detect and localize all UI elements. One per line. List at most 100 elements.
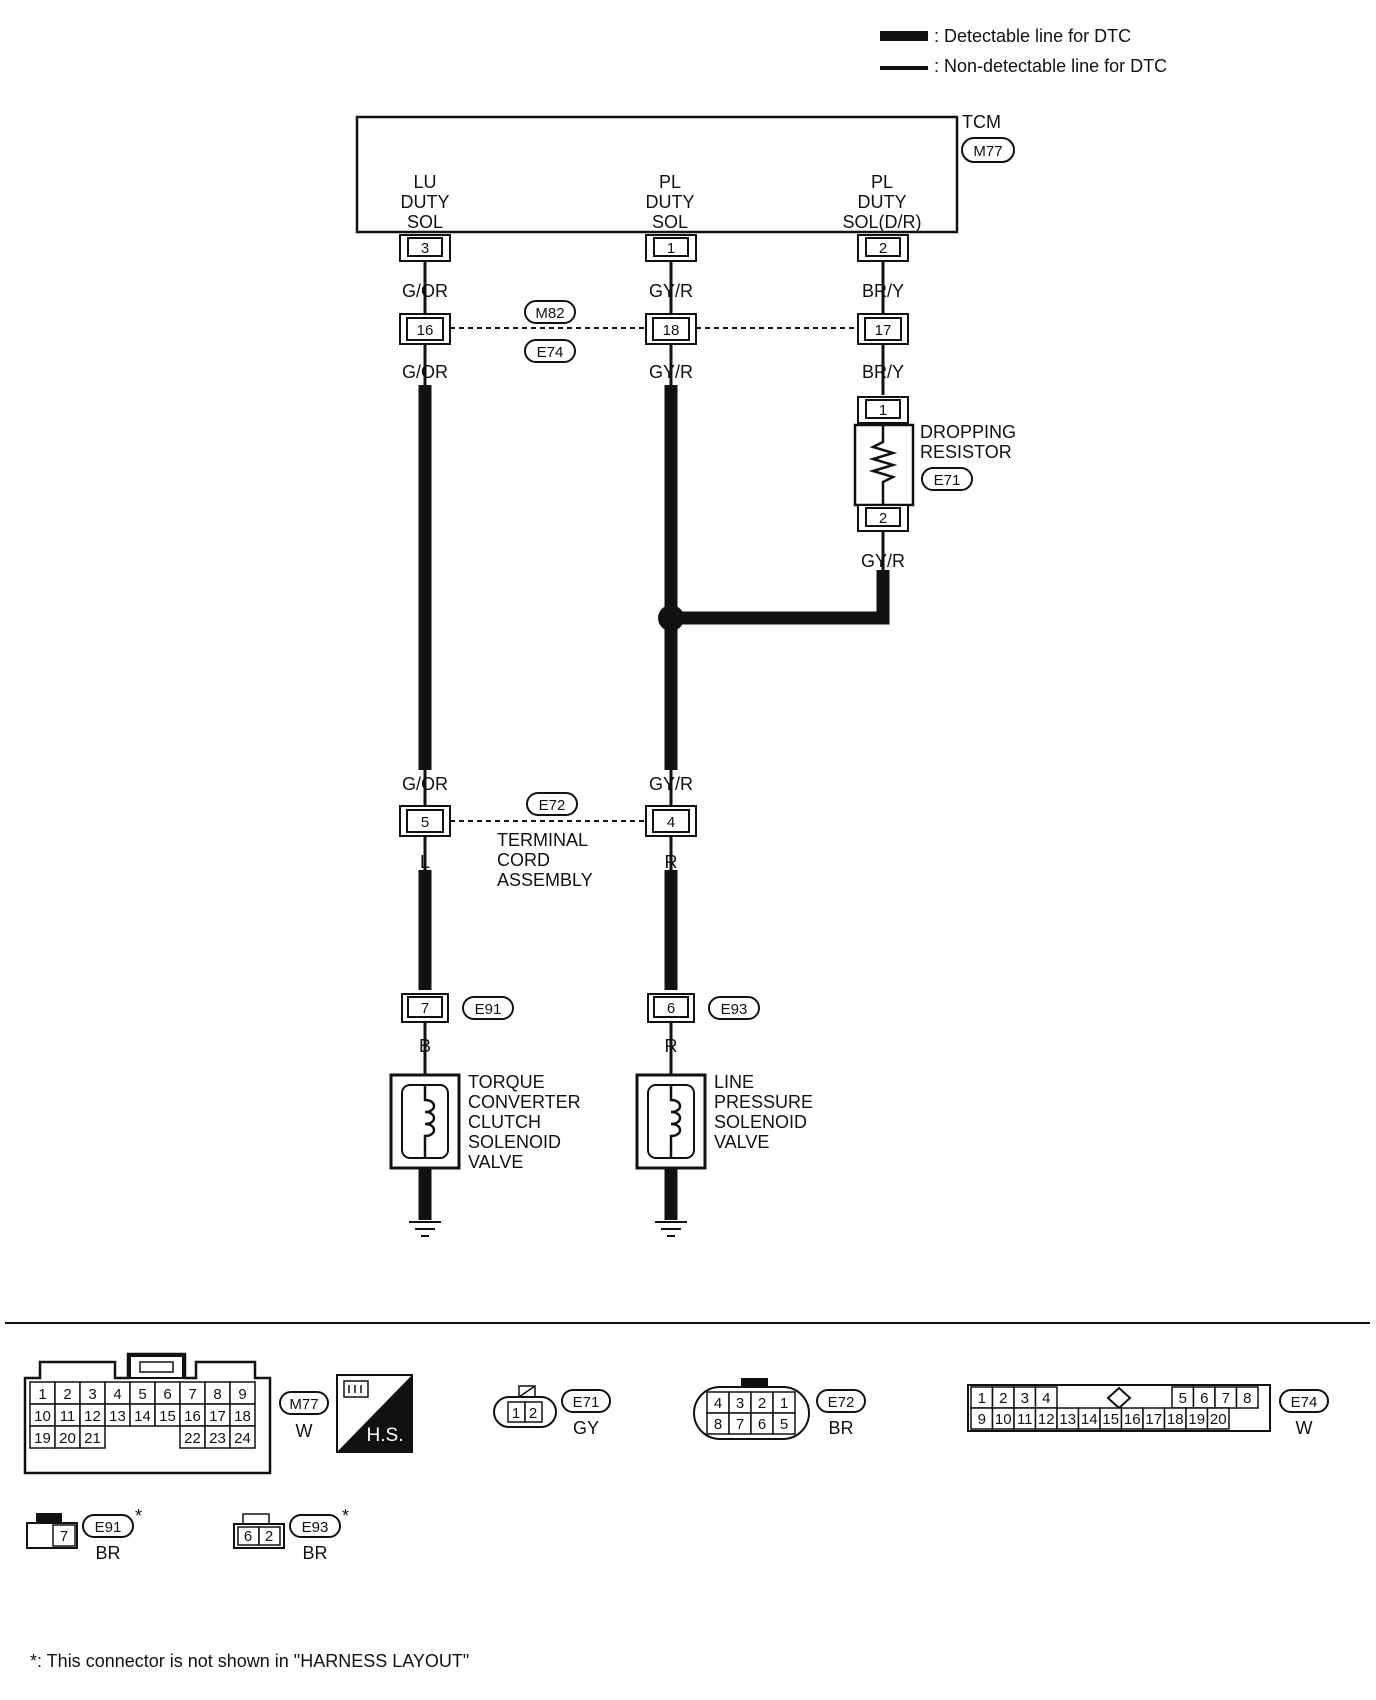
e91-view-asterisk: * [135,1506,142,1526]
wire-c3-thick [671,570,890,625]
line-pressure-solenoid-valve: LINE PRESSURE SOLENOID VALVE [635,1072,813,1170]
tcm-connector-tag [961,137,1015,163]
e74-pin-label: 3 [1021,1390,1029,1407]
legend-thin-swatch [880,66,928,70]
resistor-zigzag [868,425,898,505]
m77-pin-label: 5 [138,1386,146,1403]
e74-pin-label: 20 [1210,1411,1227,1428]
wire-color-c2-low: GY/R [649,774,693,794]
e74-view-id: E74 [1291,1394,1318,1411]
e74-pin-label: 9 [978,1411,986,1428]
footnote: *: This connector is not shown in "HARNE… [30,1651,469,1671]
m77-pin-label: 21 [84,1430,101,1447]
terminal-cord-label-3: ASSEMBLY [497,870,593,890]
connector-view-e71: 1 2 E71 GY [493,1385,611,1438]
m77-pin-label: 11 [60,1408,76,1425]
m77-pin-label: 24 [234,1430,251,1447]
tcm-pins: 3 1 2 [399,234,909,262]
e74-cell [1206,1407,1230,1430]
svg-text:CLUTCH: CLUTCH [468,1112,541,1132]
tcm-term-pl-line3: SOL [652,212,688,232]
e74-pin-label: 16 [1124,1411,1141,1428]
tcm-term-pldr-line2: DUTY [858,192,907,212]
resistor-label-1: DROPPING [920,422,1016,442]
e74-pin-label: 4 [1042,1390,1050,1407]
wire-color-c1-mid: G/OR [402,362,448,382]
svg-text:2: 2 [879,510,887,527]
e72-pin-label: 6 [758,1416,766,1433]
svg-text:SOLENOID: SOLENOID [714,1112,807,1132]
tcm-term-pl-line2: DUTY [646,192,695,212]
svg-text:5: 5 [421,814,429,831]
svg-text:6: 6 [244,1528,252,1545]
m77-pin-label: 17 [209,1408,226,1425]
e74-pin-label: 1 [978,1390,986,1407]
e72-pin-label: 7 [736,1416,744,1433]
wire-color-c3-after-resistor: GY/R [861,551,905,571]
joint-connector-m82-e74: 16 18 17 M82 E74 [399,300,909,363]
solenoid-connector-e91-id: E91 [475,1001,502,1018]
terminal-cord-connector-id: E72 [539,797,566,814]
e74-pin-label: 8 [1243,1390,1251,1407]
e72-pin-label: 2 [758,1395,766,1412]
connector-view-e93: 6 2 E93 * BR [233,1506,349,1563]
e72-view-id: E72 [828,1394,855,1411]
m77-pin-label: 2 [63,1386,71,1403]
e72-pin-label: 4 [714,1395,722,1412]
e74-pin-label: 13 [1059,1411,1076,1428]
e93-view-asterisk: * [342,1506,349,1526]
m77-pin-label: 23 [209,1430,226,1447]
ground-symbol-2 [655,1221,687,1237]
tcm-term-lu-line1: LU [413,172,436,192]
solenoid-connector-e91: 7 E91 [401,993,514,1023]
e74-pin-label: 12 [1038,1411,1055,1428]
e74-pin-label: 10 [995,1411,1012,1428]
e74-cell [1235,1386,1259,1409]
e74-pin-label: 6 [1200,1390,1208,1407]
svg-text:7: 7 [60,1528,68,1545]
svg-text:VALVE: VALVE [468,1152,523,1172]
legend-detectable: : Detectable line for DTC [934,26,1131,46]
e74-pin-label: 17 [1145,1411,1162,1428]
hs-badge: H.S. [336,1374,413,1453]
solenoid-connector-e93: 6 E93 [647,993,760,1023]
tcm-name: TCM [962,112,1001,132]
terminal-cord-label-1: TERMINAL [497,830,588,850]
legend: : Detectable line for DTC : Non-detectab… [880,26,1167,76]
wire-color-c1-after-sol-conn: B [419,1036,431,1056]
m77-pin-label: 22 [184,1430,201,1447]
wire-color-c2-after-e72: R [665,852,678,872]
m77-pin-label: 3 [88,1386,96,1403]
e74-pin-label: 5 [1179,1390,1187,1407]
wire-color-c2-after-sol-conn: R [665,1036,678,1056]
wire-color-c2-top: GY/R [649,281,693,301]
svg-text:PRESSURE: PRESSURE [714,1092,813,1112]
e74-pin-label: 18 [1167,1411,1184,1428]
svg-text:1: 1 [667,240,675,257]
svg-text:1: 1 [512,1405,520,1422]
svg-text:4: 4 [667,814,675,831]
m77-cell [229,1425,256,1449]
wire-color-c1-low: G/OR [402,774,448,794]
ground-symbol-1 [409,1221,441,1237]
svg-text:VALVE: VALVE [714,1132,769,1152]
m77-pin-label: 12 [84,1408,101,1425]
e72-pin-label: 5 [780,1416,788,1433]
svg-text:7: 7 [421,1000,429,1017]
legend-thick-swatch [880,31,928,41]
svg-text:2: 2 [529,1405,537,1422]
m77-pin-label: 19 [34,1430,51,1447]
m77-pin-label: 10 [34,1408,51,1425]
svg-text:1: 1 [879,402,887,419]
torque-converter-clutch-solenoid-valve: TORQUE CONVERTER CLUTCH SOLENOID VALVE [389,1072,581,1172]
wire-color-c3-top: BR/Y [862,281,904,301]
tcm-box [355,115,959,234]
joint-connector-bottom-id: E74 [537,344,564,361]
m77-view-color: W [296,1421,313,1441]
tcm-block: TCM M77 LU DUTY SOL PL DUTY SOL PL DUTY … [355,112,1015,234]
e72-view-color: BR [828,1418,853,1438]
e72-pin-label: 1 [780,1395,788,1412]
